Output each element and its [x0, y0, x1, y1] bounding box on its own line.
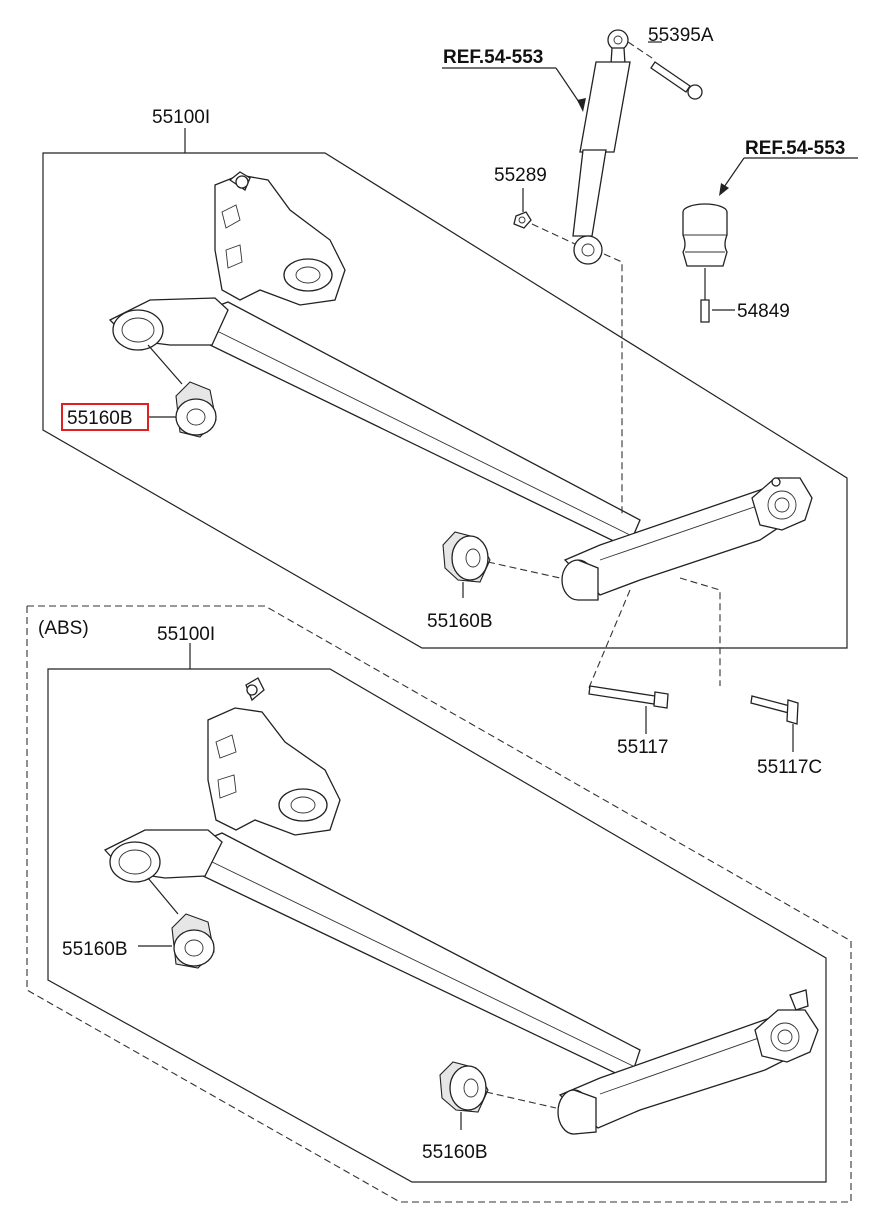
label-bushing-lower-right[interactable]: 55160B: [422, 1142, 488, 1163]
highlight-box: [61, 403, 149, 431]
label-bolt-55117[interactable]: 55117: [617, 737, 668, 758]
lower-axle-beam: [103, 677, 819, 1135]
label-bushing-upper-right[interactable]: 55160B: [427, 611, 493, 632]
upper-left-bushing: [147, 344, 217, 438]
label-ref-top[interactable]: REF.54-553: [443, 47, 543, 68]
upper-assembly-boundary: [42, 152, 848, 649]
label-bushing-upper-left[interactable]: 55160B: [67, 408, 133, 429]
label-upper-axle[interactable]: 55100I: [152, 107, 210, 128]
upper-right-bushing: [442, 531, 561, 598]
label-abs-note: (ABS): [38, 618, 89, 639]
label-bushing-lower-left[interactable]: 55160B: [62, 939, 128, 960]
label-shock-bolt[interactable]: 55395A: [648, 25, 714, 46]
leader-ref-right: [719, 157, 858, 196]
bolt-55117c: [679, 577, 799, 725]
lower-assembly-boundary: [47, 668, 827, 1183]
label-lower-axle[interactable]: 55100I: [157, 624, 215, 645]
lower-left-bushing: [138, 877, 215, 969]
nut-55289: [513, 211, 576, 245]
upper-axle-beam: [108, 171, 813, 601]
leader-ref-top: [442, 67, 586, 112]
bolt-55117: [587, 589, 669, 709]
abs-dashed-boundary: [26, 605, 852, 1203]
label-bolt-55117c[interactable]: 55117C: [757, 757, 822, 778]
shock-absorber: [572, 29, 631, 516]
label-bump-bolt[interactable]: 54849: [737, 301, 790, 322]
label-ref-right[interactable]: REF.54-553: [745, 138, 845, 159]
label-nut[interactable]: 55289: [494, 165, 547, 186]
shock-bolt-55395a: [627, 41, 703, 100]
bump-stopper: [682, 203, 728, 323]
lower-right-bushing: [439, 1061, 557, 1130]
